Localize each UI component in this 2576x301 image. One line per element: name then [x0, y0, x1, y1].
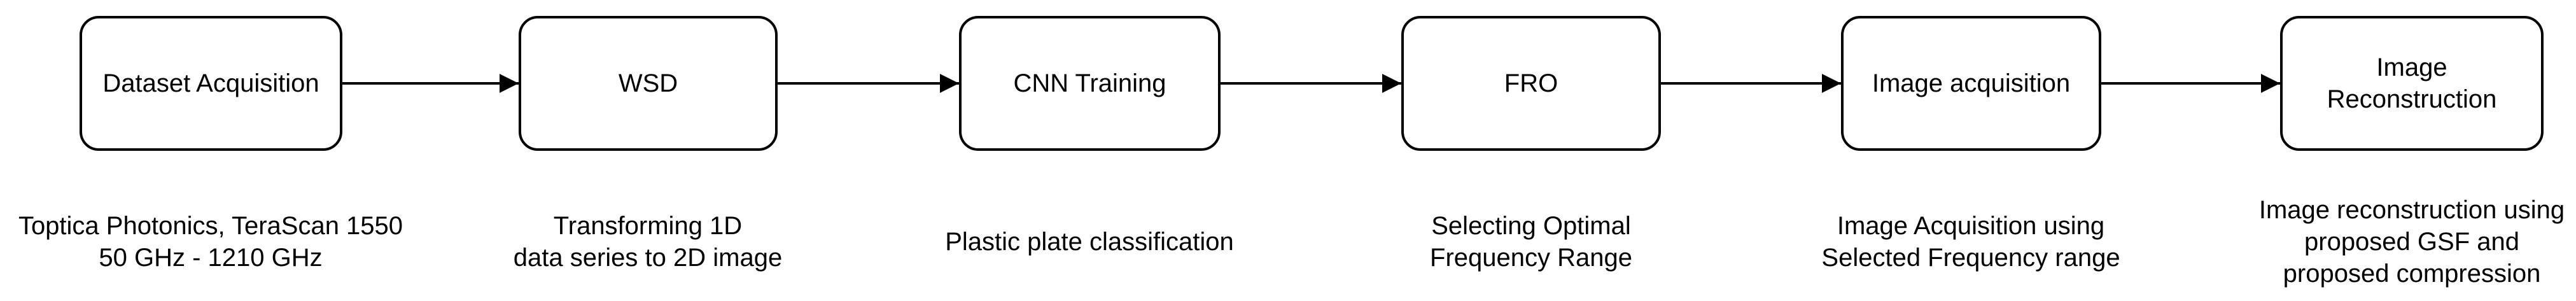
- flow-node-label: Image: [2376, 53, 2447, 81]
- caption-wsd: Transforming 1D data series to 2D image: [425, 191, 871, 293]
- caption-line: data series to 2D image: [513, 244, 783, 272]
- flow-node-label: CNN Training: [1013, 69, 1166, 97]
- flow-node-label: Image acquisition: [1872, 69, 2071, 97]
- caption-image-reconstruction: Image reconstruction using proposed GSF …: [2189, 191, 2576, 293]
- flow-node-dataset-acquisition: Dataset Acquisition: [80, 16, 342, 151]
- caption-cnn-training: Plastic plate classification: [867, 191, 1312, 293]
- flow-node-image-acquisition: Image acquisition: [1841, 16, 2101, 151]
- caption-line: Image reconstruction using: [2258, 196, 2565, 224]
- flow-node-label: FRO: [1504, 69, 1558, 97]
- caption-line: 50 GHz - 1210 GHz: [99, 244, 323, 272]
- flow-node-cnn-training: CNN Training: [959, 16, 1221, 151]
- caption-line: Selecting Optimal: [1431, 212, 1631, 240]
- caption-line: Selected Frequency range: [1821, 244, 2120, 272]
- flow-node-fro: FRO: [1401, 16, 1661, 151]
- caption-fro: Selecting Optimal Frequency Range: [1308, 191, 1754, 293]
- caption-line: Image Acquisition using: [1837, 212, 2105, 240]
- caption-image-acquisition: Image Acquisition using Selected Frequen…: [1748, 191, 2194, 293]
- caption-line: proposed compression: [2283, 260, 2541, 288]
- flow-node-label: WSD: [618, 69, 678, 97]
- flow-node-wsd: WSD: [519, 16, 778, 151]
- flow-node-label: Dataset Acquisition: [102, 69, 319, 97]
- flow-node-image-reconstruction: Image Reconstruction: [2280, 16, 2544, 151]
- caption-dataset-acquisition: Toptica Photonics, TeraScan 1550 50 GHz …: [0, 191, 433, 293]
- caption-line: Frequency Range: [1430, 244, 1632, 272]
- caption-line: Plastic plate classification: [945, 228, 1234, 256]
- caption-line: Transforming 1D: [553, 212, 743, 240]
- flow-node-label: Reconstruction: [2327, 85, 2497, 113]
- caption-line: proposed GSF and: [2304, 228, 2519, 256]
- caption-line: Toptica Photonics, TeraScan 1550: [18, 212, 403, 240]
